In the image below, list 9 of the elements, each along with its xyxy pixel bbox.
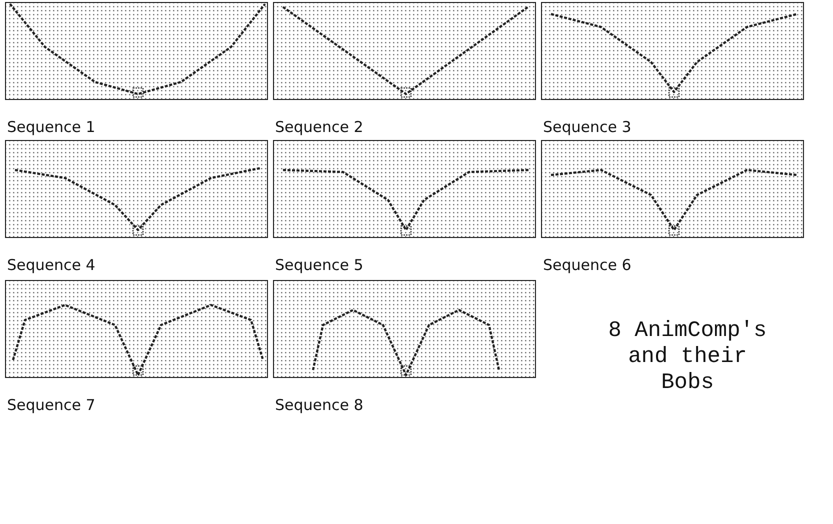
sequence-caption: Sequence 6 (543, 256, 632, 274)
note-text: 8 AnimComp's and their Bobs (607, 318, 768, 396)
sequence-caption: Sequence 7 (7, 396, 96, 414)
sequence-caption: Sequence 8 (275, 396, 364, 414)
sequence-caption: Sequence 2 (275, 118, 364, 136)
sequence-caption: Sequence 5 (275, 256, 364, 274)
sequence-caption: Sequence 1 (7, 118, 96, 136)
sequence-caption: Sequence 3 (543, 118, 632, 136)
sequence-caption: Sequence 4 (7, 256, 96, 274)
